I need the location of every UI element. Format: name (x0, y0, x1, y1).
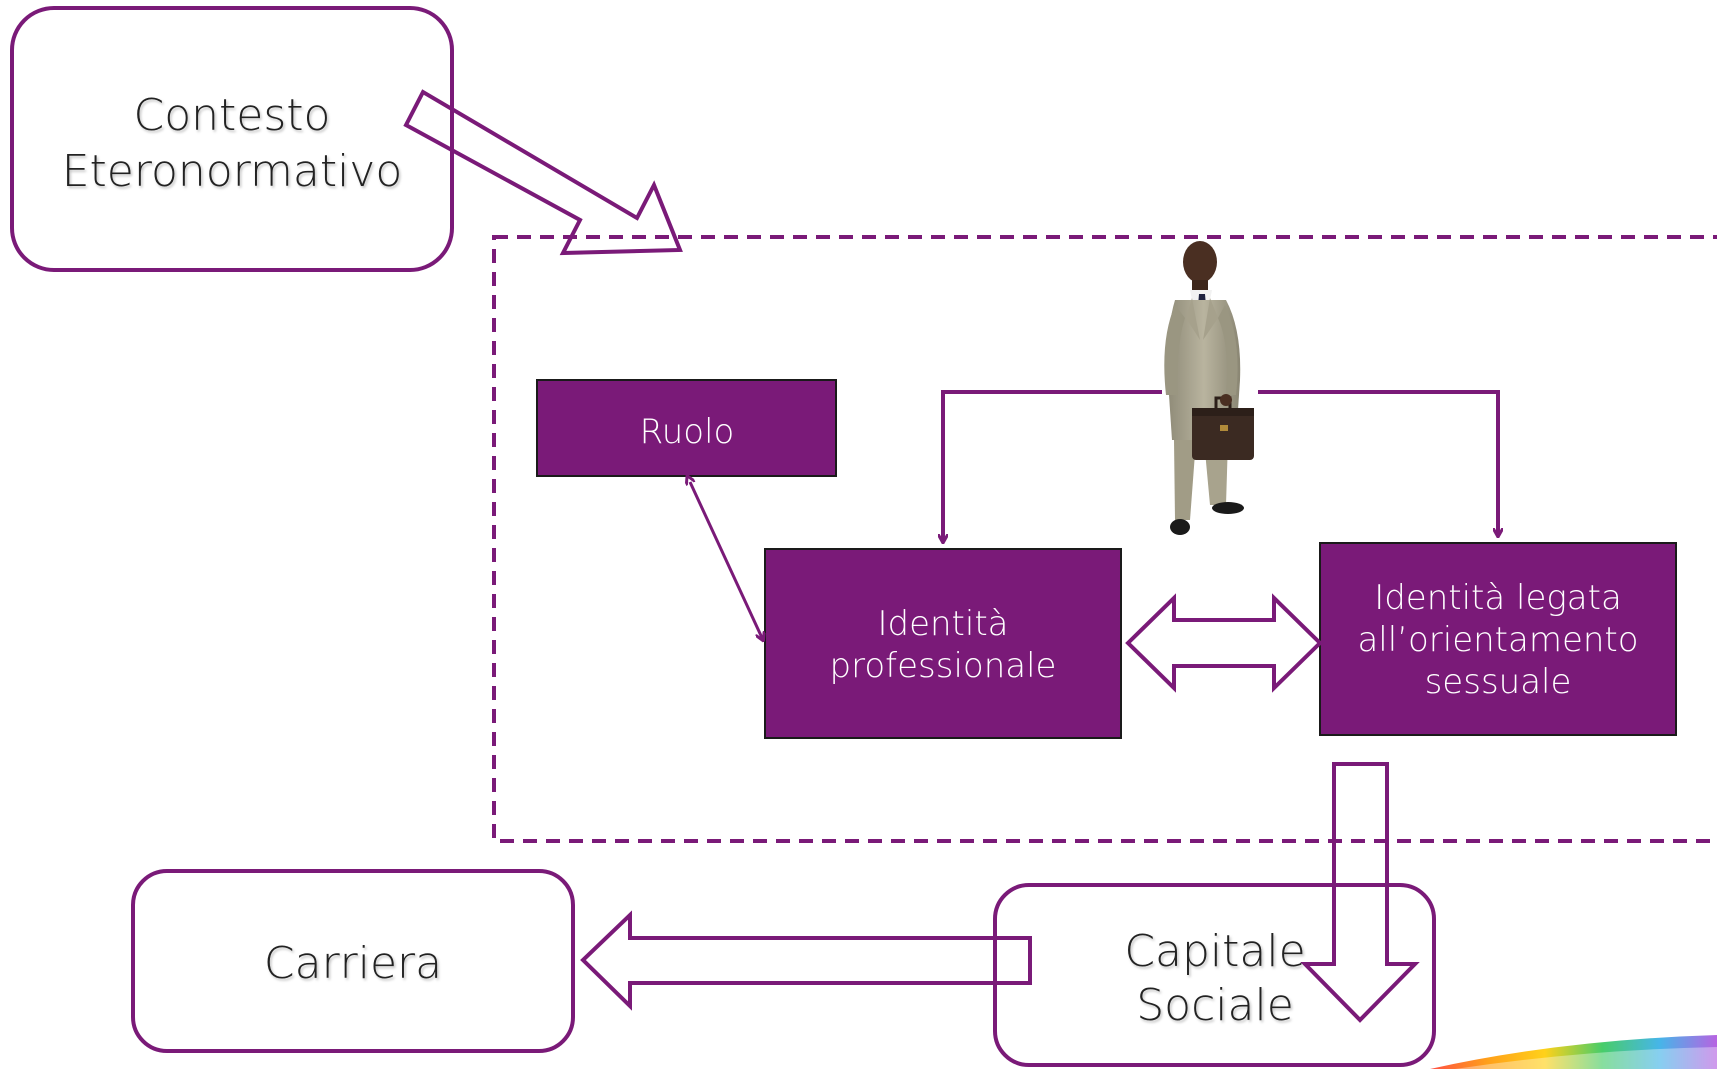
businessman-image (1164, 241, 1254, 535)
contesto-label-line2: Eteronormativo (62, 146, 403, 197)
ruolo-node: Ruolo (536, 379, 837, 477)
contesto-box (10, 6, 454, 272)
identity-double-arrow (1125, 593, 1323, 693)
orientamento-to-capitale-arrow (1300, 762, 1420, 1023)
identita-orientamento-line3: sessuale (1425, 662, 1572, 702)
identita-orientamento-line2: all’orientamento (1357, 620, 1638, 660)
person-to-professionale-connector (943, 390, 1162, 542)
ruolo-professionale-connector (690, 482, 763, 640)
person-to-orientamento-connector (1258, 390, 1498, 536)
capitale-to-carriera-arrow (580, 910, 1032, 1011)
carriera-node: Carriera (131, 869, 575, 1053)
identita-orientamento-box (1319, 542, 1677, 736)
contesto-to-frame-arrow (403, 89, 683, 256)
identita-professionale-line2: professionale (830, 646, 1057, 686)
identita-orientamento-line1: Identità legata (1374, 578, 1622, 618)
identity-frame (492, 235, 1717, 843)
ruolo-label: Ruolo (640, 412, 735, 452)
contesto-label-line1: Contesto (134, 90, 331, 141)
identita-orientamento-node: Identità legata all’orientamento sessual… (1319, 542, 1677, 736)
carriera-label: Carriera (264, 938, 442, 989)
ruolo-box (536, 379, 837, 477)
capitale-sociale-box (993, 883, 1436, 1067)
identita-professionale-node: Identità professionale (764, 548, 1122, 739)
capitale-sociale-node: Capitale Sociale (993, 883, 1436, 1067)
capitale-sociale-line1: Capitale (1124, 926, 1305, 977)
rainbow-decoration (1430, 1035, 1717, 1069)
capitale-sociale-line2: Sociale (1136, 980, 1294, 1031)
contesto-eteronormativo-node: Contesto Eteronormativo (10, 6, 454, 272)
carriera-box (131, 869, 575, 1053)
identita-professionale-box (764, 548, 1122, 739)
identita-professionale-line1: Identità (877, 604, 1008, 644)
